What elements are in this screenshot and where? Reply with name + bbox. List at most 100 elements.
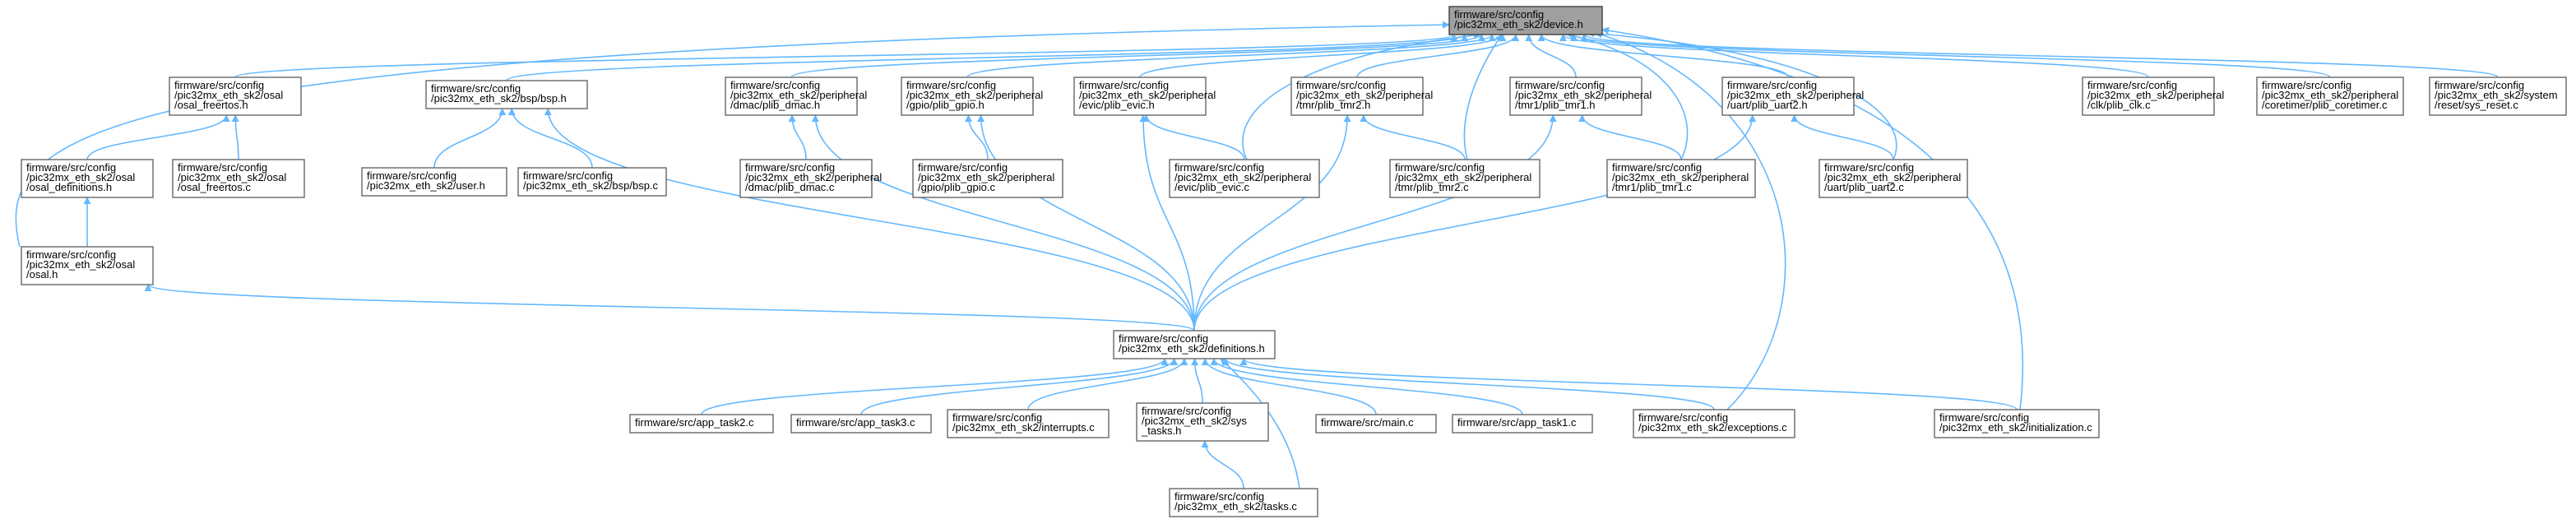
file-node-label-line: /pic32mx_eth_sk2/exceptions.c <box>1638 421 1787 434</box>
file-node-label-line: /pic32mx_eth_sk2/bsp/bsp.h <box>431 92 567 104</box>
file-node-label-line: /tmr1/plib_tmr1.c <box>1612 181 1692 193</box>
file-node-box <box>1934 409 2100 438</box>
include-edge <box>1027 358 1188 410</box>
file-node-plib-dmac-h[interactable]: firmware/src/config/pic32mx_eth_sk2/peri… <box>725 77 867 116</box>
file-node-label-line: firmware/src/app_task2.c <box>635 416 754 429</box>
include-edge <box>1242 31 1481 160</box>
file-node-label-line: firmware/src/main.c <box>1321 416 1414 429</box>
file-node-initialization-c[interactable]: firmware/src/config/pic32mx_eth_sk2/init… <box>1934 409 2100 438</box>
file-node-plib-evic-h[interactable]: firmware/src/config/pic32mx_eth_sk2/peri… <box>1073 77 1216 116</box>
file-node-plib-uart2-c[interactable]: firmware/src/config/pic32mx_eth_sk2/peri… <box>1818 159 1968 198</box>
include-edge <box>1537 34 1789 78</box>
file-node-label-line: firmware/src/config <box>1727 79 1817 91</box>
file-node-label-line: firmware/src/config <box>2262 79 2351 91</box>
file-node-label-line: /pic32mx_eth_sk2/peripheral <box>2262 89 2398 101</box>
file-node-device-h[interactable]: firmware/src/config/pic32mx_eth_sk2/devi… <box>1448 6 1603 35</box>
file-node-label-line: /osal_freertos.c <box>178 181 251 193</box>
file-node-label-line: /evic/plib_evic.h <box>1079 99 1155 111</box>
file-node-plib-tmr2-c[interactable]: firmware/src/config/pic32mx_eth_sk2/peri… <box>1389 159 1541 198</box>
file-node-app-task1-c[interactable]: firmware/src/app_task1.c <box>1452 414 1593 434</box>
file-node-bsp-h[interactable]: firmware/src/config/pic32mx_eth_sk2/bsp/… <box>425 80 588 109</box>
include-edge <box>1201 358 1377 415</box>
file-node-osal-definitions-h[interactable]: firmware/src/config/pic32mx_eth_sk2/osal… <box>21 159 154 198</box>
file-node-label-line: firmware/src/config <box>1142 405 1231 417</box>
include-edge <box>860 358 1179 415</box>
file-node-tasks-c[interactable]: firmware/src/config/pic32mx_eth_sk2/task… <box>1169 488 1318 517</box>
file-node-osal-freertos-c[interactable]: firmware/src/config/pic32mx_eth_sk2/osal… <box>172 159 305 198</box>
file-node-label-line: /dmac/plib_dmac.c <box>745 181 835 193</box>
include-edge <box>1525 34 1577 78</box>
include-edge <box>965 114 989 160</box>
file-node-plib-tmr1-h[interactable]: firmware/src/config/pic32mx_eth_sk2/peri… <box>1509 77 1652 116</box>
file-node-user-h[interactable]: firmware/src/config/pic32mx_eth_sk2/user… <box>361 167 507 197</box>
file-node-label-line: firmware/src/config <box>1119 332 1208 345</box>
file-nodes: firmware/src/config/pic32mx_eth_sk2/devi… <box>21 6 2567 517</box>
file-node-label-line: /tmr1/plib_tmr1.h <box>1515 99 1596 111</box>
file-node-bsp-c[interactable]: firmware/src/config/pic32mx_eth_sk2/bsp/… <box>517 167 667 197</box>
file-node-box <box>361 167 507 197</box>
file-node-label-line: /pic32mx_eth_sk2/definitions.h <box>1119 342 1265 355</box>
file-node-label-line: firmware/src/config <box>952 411 1042 424</box>
include-edge <box>1221 358 1715 410</box>
file-node-box <box>1818 159 1968 198</box>
file-node-label-line: /pic32mx_eth_sk2/osal <box>26 258 135 271</box>
file-node-label-line: /osal_definitions.h <box>26 181 112 193</box>
file-node-sys-tasks-h[interactable]: firmware/src/config/pic32mx_eth_sk2/sys_… <box>1136 402 1269 442</box>
file-node-label-line: firmware/src/config <box>730 79 820 91</box>
file-node-box <box>1509 77 1642 116</box>
file-node-label-line: /clk/plib_clk.c <box>2087 99 2151 111</box>
file-node-label-line: firmware/src/config <box>1079 79 1169 91</box>
file-node-osal-freertos-h[interactable]: firmware/src/config/pic32mx_eth_sk2/osal… <box>169 77 302 116</box>
file-node-plib-evic-c[interactable]: firmware/src/config/pic32mx_eth_sk2/peri… <box>1169 159 1320 198</box>
file-node-box <box>739 159 873 198</box>
file-node-box <box>2256 77 2404 116</box>
file-node-exceptions-c[interactable]: firmware/src/config/pic32mx_eth_sk2/exce… <box>1633 409 1795 438</box>
file-node-box <box>725 77 858 116</box>
file-node-label-line: firmware/src/config <box>745 161 835 174</box>
file-node-label-line: /pic32mx_eth_sk2/sys <box>1142 415 1247 427</box>
file-node-main-c[interactable]: firmware/src/main.c <box>1315 414 1437 434</box>
file-node-label-line: /pic32mx_eth_sk2/peripheral <box>1727 89 1864 101</box>
file-node-box <box>790 414 932 434</box>
file-node-box <box>2429 77 2567 116</box>
include-edge <box>1567 32 1689 160</box>
file-node-box <box>1452 414 1593 434</box>
file-node-interrupts-c[interactable]: firmware/src/config/pic32mx_eth_sk2/inte… <box>947 409 1110 438</box>
file-node-app-task2-c[interactable]: firmware/src/app_task2.c <box>629 414 774 434</box>
include-edge <box>1570 34 2331 78</box>
file-node-sys-reset-c[interactable]: firmware/src/config/pic32mx_eth_sk2/syst… <box>2429 77 2567 116</box>
file-node-box <box>169 77 302 116</box>
file-node-box <box>629 414 774 434</box>
file-node-label-line: /pic32mx_eth_sk2/user.h <box>367 179 485 192</box>
file-node-definitions-h[interactable]: firmware/src/config/pic32mx_eth_sk2/defi… <box>1113 330 1276 359</box>
file-node-label-line: /pic32mx_eth_sk2/peripheral <box>1612 171 1749 183</box>
file-node-label-line: firmware/src/config <box>1939 411 2029 424</box>
file-node-label-line: /pic32mx_eth_sk2/bsp/bsp.c <box>523 179 659 192</box>
include-edge <box>1595 31 1786 410</box>
file-node-label-line: firmware/src/config <box>2435 79 2524 91</box>
file-node-label-line: /osal.h <box>26 268 58 281</box>
file-node-plib-dmac-c[interactable]: firmware/src/config/pic32mx_eth_sk2/peri… <box>739 159 882 198</box>
file-node-label-line: firmware/src/config <box>367 169 456 182</box>
file-node-plib-clk-c[interactable]: firmware/src/config/pic32mx_eth_sk2/peri… <box>2082 77 2224 116</box>
file-node-osal-h[interactable]: firmware/src/config/pic32mx_eth_sk2/osal… <box>21 246 154 285</box>
file-node-plib-gpio-c[interactable]: firmware/src/config/pic32mx_eth_sk2/peri… <box>912 159 1063 198</box>
file-node-label-line: firmware/src/config <box>1612 161 1702 174</box>
file-node-plib-tmr2-h[interactable]: firmware/src/config/pic32mx_eth_sk2/peri… <box>1290 77 1433 116</box>
include-edge <box>1210 358 1523 415</box>
file-node-box <box>21 159 154 198</box>
file-node-plib-tmr1-c[interactable]: firmware/src/config/pic32mx_eth_sk2/peri… <box>1606 159 1756 198</box>
file-node-plib-uart2-h[interactable]: firmware/src/config/pic32mx_eth_sk2/peri… <box>1721 77 1864 116</box>
file-node-box <box>1073 77 1207 116</box>
file-node-box <box>2082 77 2215 116</box>
file-node-plib-gpio-h[interactable]: firmware/src/config/pic32mx_eth_sk2/peri… <box>901 77 1043 116</box>
include-edge <box>1791 114 1894 160</box>
file-node-app-task3-c[interactable]: firmware/src/app_task3.c <box>790 414 932 434</box>
file-node-label-line: firmware/src/config <box>174 79 264 91</box>
file-node-label-line: firmware/src/config <box>906 79 996 91</box>
file-node-plib-coretimer-c[interactable]: firmware/src/config/pic32mx_eth_sk2/peri… <box>2256 77 2404 116</box>
file-node-box <box>1290 77 1424 116</box>
file-node-box <box>1721 77 1855 116</box>
include-edge <box>1580 34 2499 78</box>
file-node-box <box>517 167 667 197</box>
